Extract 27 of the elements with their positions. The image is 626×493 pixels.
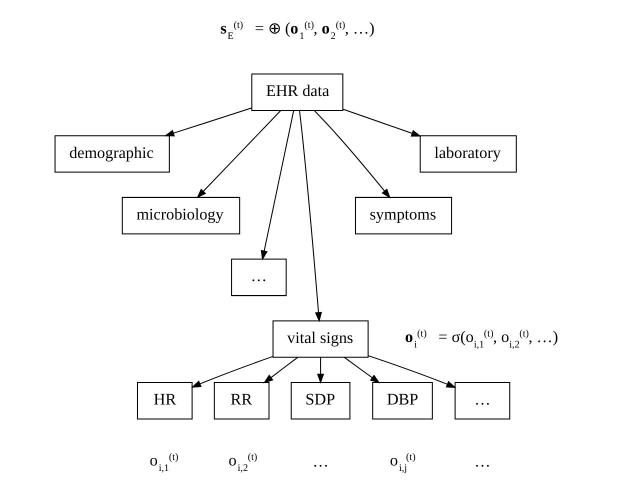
node-box: EHR data	[250, 74, 343, 111]
node-box: microbiology	[121, 196, 240, 234]
arrow	[368, 355, 456, 388]
arrow	[342, 108, 421, 137]
node-box: symptoms	[354, 196, 452, 234]
node-box: SDP	[290, 382, 350, 420]
arrow	[190, 356, 273, 388]
node-box: demographic	[54, 135, 170, 173]
arrow	[343, 356, 380, 384]
node-label: …	[474, 453, 490, 470]
node-box: vital signs	[272, 320, 368, 358]
node-box: …	[454, 382, 510, 420]
arrow	[262, 356, 298, 384]
node-box: DBP	[372, 382, 432, 420]
node-box: laboratory	[419, 135, 516, 173]
arrow	[298, 110, 322, 322]
node-box: RR	[213, 382, 269, 420]
node-label: s$_{E}$$^{(t)}$ = ⊕ (o$_{1}$$^{(t)}$, o$_{2}$$^{(t)}$, …)	[220, 20, 374, 42]
arrow	[314, 110, 390, 199]
arrow	[260, 110, 294, 261]
node-label: …	[312, 453, 328, 470]
node-box: …	[230, 258, 286, 296]
arrow	[196, 110, 280, 198]
arrow	[316, 357, 324, 384]
arrow	[164, 108, 252, 136]
node-box: HR	[136, 382, 192, 420]
label: o$_{i}$$^{(t)}$ = σ(o$_{i,1}$$^{(t)}$, o$_{i,2}$$^{(t)}$, …)	[404, 328, 558, 350]
